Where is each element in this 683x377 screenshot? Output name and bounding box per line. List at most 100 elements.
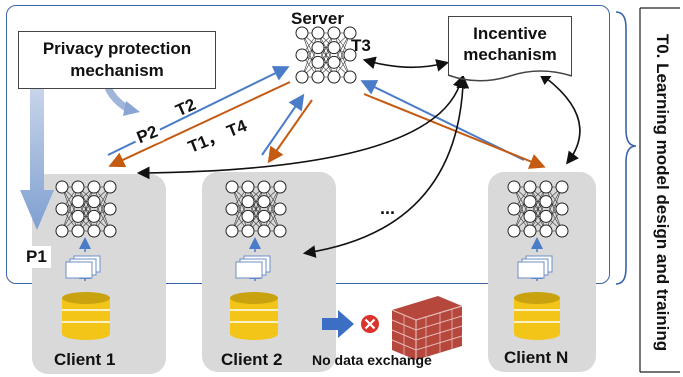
nn-node xyxy=(55,224,69,238)
nn-edge xyxy=(545,186,563,232)
client-2-database-icon xyxy=(230,292,278,340)
privacy-line-2: mechanism xyxy=(70,61,164,80)
nn-node xyxy=(327,55,341,69)
nn-node xyxy=(327,41,341,55)
right-brace xyxy=(615,11,637,285)
nn-node xyxy=(87,209,101,223)
side-step-label: T0. Learning model design and training xyxy=(653,33,672,352)
nn-node xyxy=(55,180,69,194)
nn-node xyxy=(225,202,239,216)
brick-wall-icon xyxy=(391,296,463,360)
nn-node xyxy=(87,195,101,209)
nn-node xyxy=(273,202,287,216)
client-n-network xyxy=(507,180,569,238)
nn-node xyxy=(295,26,309,40)
nn-node xyxy=(71,209,85,223)
server-label: Server xyxy=(291,9,344,28)
nn-edge xyxy=(513,186,531,232)
nn-node xyxy=(539,180,553,194)
nn-node xyxy=(87,180,101,194)
nn-node xyxy=(539,224,553,238)
incentive-line-2: mechanism xyxy=(463,45,557,64)
nn-edge xyxy=(301,32,319,78)
nn-edge xyxy=(247,186,265,232)
blue-right-arrow-icon xyxy=(322,310,354,338)
nn-node xyxy=(311,26,325,40)
nn-edge xyxy=(529,186,547,232)
nn-edge xyxy=(333,32,351,78)
nn-node xyxy=(343,26,357,40)
nn-node xyxy=(257,209,271,223)
nn-node xyxy=(71,195,85,209)
nn-node xyxy=(71,180,85,194)
red-x-icon xyxy=(361,315,379,333)
nn-node xyxy=(539,195,553,209)
nn-node xyxy=(311,41,325,55)
client-2-label: Client 2 xyxy=(221,350,283,369)
nn-node xyxy=(327,26,341,40)
server-step-label: T3 xyxy=(351,36,371,55)
incentive-mechanism-box: Incentive mechanism xyxy=(448,16,572,76)
nn-node xyxy=(273,224,287,238)
client-n-database-icon xyxy=(514,292,560,340)
nn-edge xyxy=(77,186,95,232)
nn-node xyxy=(103,202,117,216)
nn-node xyxy=(103,180,117,194)
nn-node xyxy=(257,180,271,194)
nn-node xyxy=(555,180,569,194)
nn-node xyxy=(87,224,101,238)
nn-node xyxy=(225,224,239,238)
nn-node xyxy=(555,202,569,216)
client-1-database-icon xyxy=(62,292,110,340)
nn-node xyxy=(295,70,309,84)
nn-node xyxy=(71,224,85,238)
nn-node xyxy=(523,209,537,223)
server-network xyxy=(295,26,357,84)
nn-edge xyxy=(231,186,249,232)
nn-node xyxy=(225,180,239,194)
nn-node xyxy=(241,195,255,209)
nn-node xyxy=(103,224,117,238)
privacy-down-arrow xyxy=(20,85,54,230)
client-2-network xyxy=(225,180,287,238)
nn-node xyxy=(273,180,287,194)
client-1-label: Client 1 xyxy=(54,350,116,369)
p1-label: P1 xyxy=(22,246,51,268)
nn-node xyxy=(555,224,569,238)
client-1-network xyxy=(55,180,117,238)
client-2-files-icon xyxy=(235,255,271,279)
ellipsis-label: ... xyxy=(380,198,396,218)
nn-node xyxy=(523,224,537,238)
nn-node xyxy=(343,70,357,84)
nn-node xyxy=(241,209,255,223)
nn-edge xyxy=(263,186,281,232)
nn-edge xyxy=(61,186,79,232)
nn-node xyxy=(311,70,325,84)
nn-node xyxy=(241,180,255,194)
nn-node xyxy=(241,224,255,238)
nn-edge xyxy=(93,186,111,232)
nn-node xyxy=(295,48,309,62)
nn-node xyxy=(507,224,521,238)
nn-node xyxy=(539,209,553,223)
nn-node xyxy=(311,55,325,69)
nn-node xyxy=(507,180,521,194)
nn-node xyxy=(523,195,537,209)
client-n-label: Client N xyxy=(504,348,569,367)
incentive-line-1: Incentive xyxy=(473,24,547,43)
nn-node xyxy=(257,195,271,209)
nn-node xyxy=(55,202,69,216)
side-bracket xyxy=(639,7,680,373)
privacy-protection-box: Privacy protection mechanism xyxy=(18,31,216,89)
privacy-p2-arrow xyxy=(104,86,140,116)
no-data-exchange-label: No data exchange xyxy=(312,352,432,368)
nn-node xyxy=(327,70,341,84)
client-n-files-icon xyxy=(517,255,553,279)
nn-node xyxy=(507,202,521,216)
privacy-line-1: Privacy protection xyxy=(42,39,192,58)
nn-node xyxy=(343,48,357,62)
nn-node xyxy=(523,180,537,194)
client-1-files-icon xyxy=(65,255,101,279)
nn-edge xyxy=(317,32,335,78)
